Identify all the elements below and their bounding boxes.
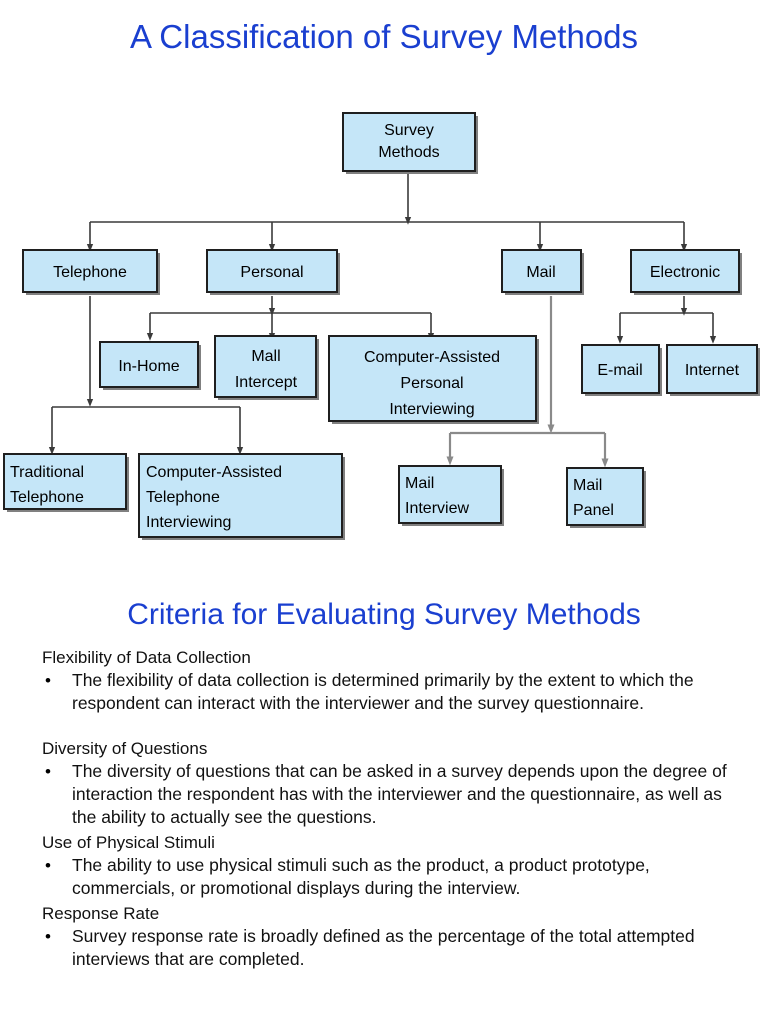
node-internet-label: Internet (685, 362, 740, 379)
criterion-heading: Use of Physical Stimuli (42, 833, 215, 852)
node-electronic[interactable]: Electronic (630, 249, 742, 295)
node-mall-intercept-line1: Mall (251, 348, 280, 365)
criterion-bullet-row: • The flexibility of data collection is … (42, 669, 742, 715)
criterion-flexibility-of-data-collection: Flexibility of Data Collection • The fle… (42, 646, 742, 715)
node-in-home[interactable]: In-Home (99, 341, 201, 390)
node-email-label: E-mail (597, 362, 642, 379)
bullet-icon: • (45, 927, 51, 946)
node-traditional-telephone-line1: Traditional (10, 464, 84, 481)
node-mail-interview-line1: Mail (405, 475, 434, 492)
criterion-heading: Diversity of Questions (42, 739, 208, 758)
criterion-text: The ability to use physical stimuli such… (72, 855, 650, 898)
criterion-response-rate: Response Rate • Survey response rate is … (42, 902, 742, 971)
node-mall-intercept-line2: Intercept (235, 374, 298, 391)
criterion-text: Survey response rate is broadly defined … (72, 926, 695, 969)
bullet-icon: • (45, 856, 51, 875)
node-mail-panel-line1: Mail (573, 477, 602, 494)
criterion-bullet-row: • Survey response rate is broadly define… (42, 925, 742, 971)
node-capi-line2: Personal (400, 375, 463, 392)
survey-methods-classification-diagram: Survey Methods Telephone Personal Mail E… (0, 96, 768, 558)
node-computer-assisted-telephone-interviewing[interactable]: Computer-Assisted Telephone Interviewing (138, 453, 345, 540)
criterion-bullet-row: • The ability to use physical stimuli su… (42, 854, 742, 900)
node-traditional-telephone[interactable]: Traditional Telephone (3, 453, 129, 512)
node-survey-methods-line1: Survey (384, 122, 434, 139)
node-internet[interactable]: Internet (666, 344, 760, 396)
spacer (42, 715, 742, 737)
node-mail-panel[interactable]: Mail Panel (566, 467, 646, 528)
node-capi-line3: Interviewing (389, 401, 474, 418)
node-mail-interview[interactable]: Mail Interview (398, 465, 504, 526)
criterion-text: The flexibility of data collection is de… (72, 670, 694, 713)
node-mail-interview-line2: Interview (405, 500, 469, 517)
criteria-list: Flexibility of Data Collection • The fle… (42, 646, 742, 971)
criterion-diversity-of-questions: Diversity of Questions • The diversity o… (42, 737, 742, 829)
node-cati-line1: Computer-Assisted (146, 464, 282, 481)
node-capi-line1: Computer-Assisted (364, 349, 500, 366)
node-mail-label: Mail (526, 264, 555, 281)
node-in-home-label: In-Home (118, 358, 179, 375)
bullet-icon: • (45, 762, 51, 781)
node-cati-line2: Telephone (146, 489, 220, 506)
criterion-bullet-row: • The diversity of questions that can be… (42, 760, 742, 829)
node-personal-label: Personal (240, 264, 303, 281)
node-survey-methods-line2: Methods (378, 144, 439, 161)
node-mail[interactable]: Mail (501, 249, 584, 295)
node-mall-intercept[interactable]: Mall Intercept (214, 335, 319, 400)
criterion-text: The diversity of questions that can be a… (72, 761, 727, 827)
node-telephone-label: Telephone (53, 264, 127, 281)
node-survey-methods[interactable]: Survey Methods (342, 112, 478, 174)
node-electronic-label: Electronic (650, 264, 720, 281)
criterion-heading: Flexibility of Data Collection (42, 648, 251, 667)
node-computer-assisted-personal-interviewing[interactable]: Computer-Assisted Personal Interviewing (328, 335, 539, 424)
bullet-icon: • (45, 671, 51, 690)
page-title: A Classification of Survey Methods (129, 18, 639, 55)
node-email[interactable]: E-mail (581, 344, 662, 396)
node-personal[interactable]: Personal (206, 249, 340, 295)
node-cati-line3: Interviewing (146, 514, 231, 531)
criterion-use-of-physical-stimuli: Use of Physical Stimuli • The ability to… (42, 831, 742, 900)
section-title: Criteria for Evaluating Survey Methods (127, 598, 641, 631)
node-telephone[interactable]: Telephone (22, 249, 160, 295)
node-traditional-telephone-line2: Telephone (10, 489, 84, 506)
node-mail-panel-line2: Panel (573, 502, 614, 519)
criterion-heading: Response Rate (42, 904, 160, 923)
